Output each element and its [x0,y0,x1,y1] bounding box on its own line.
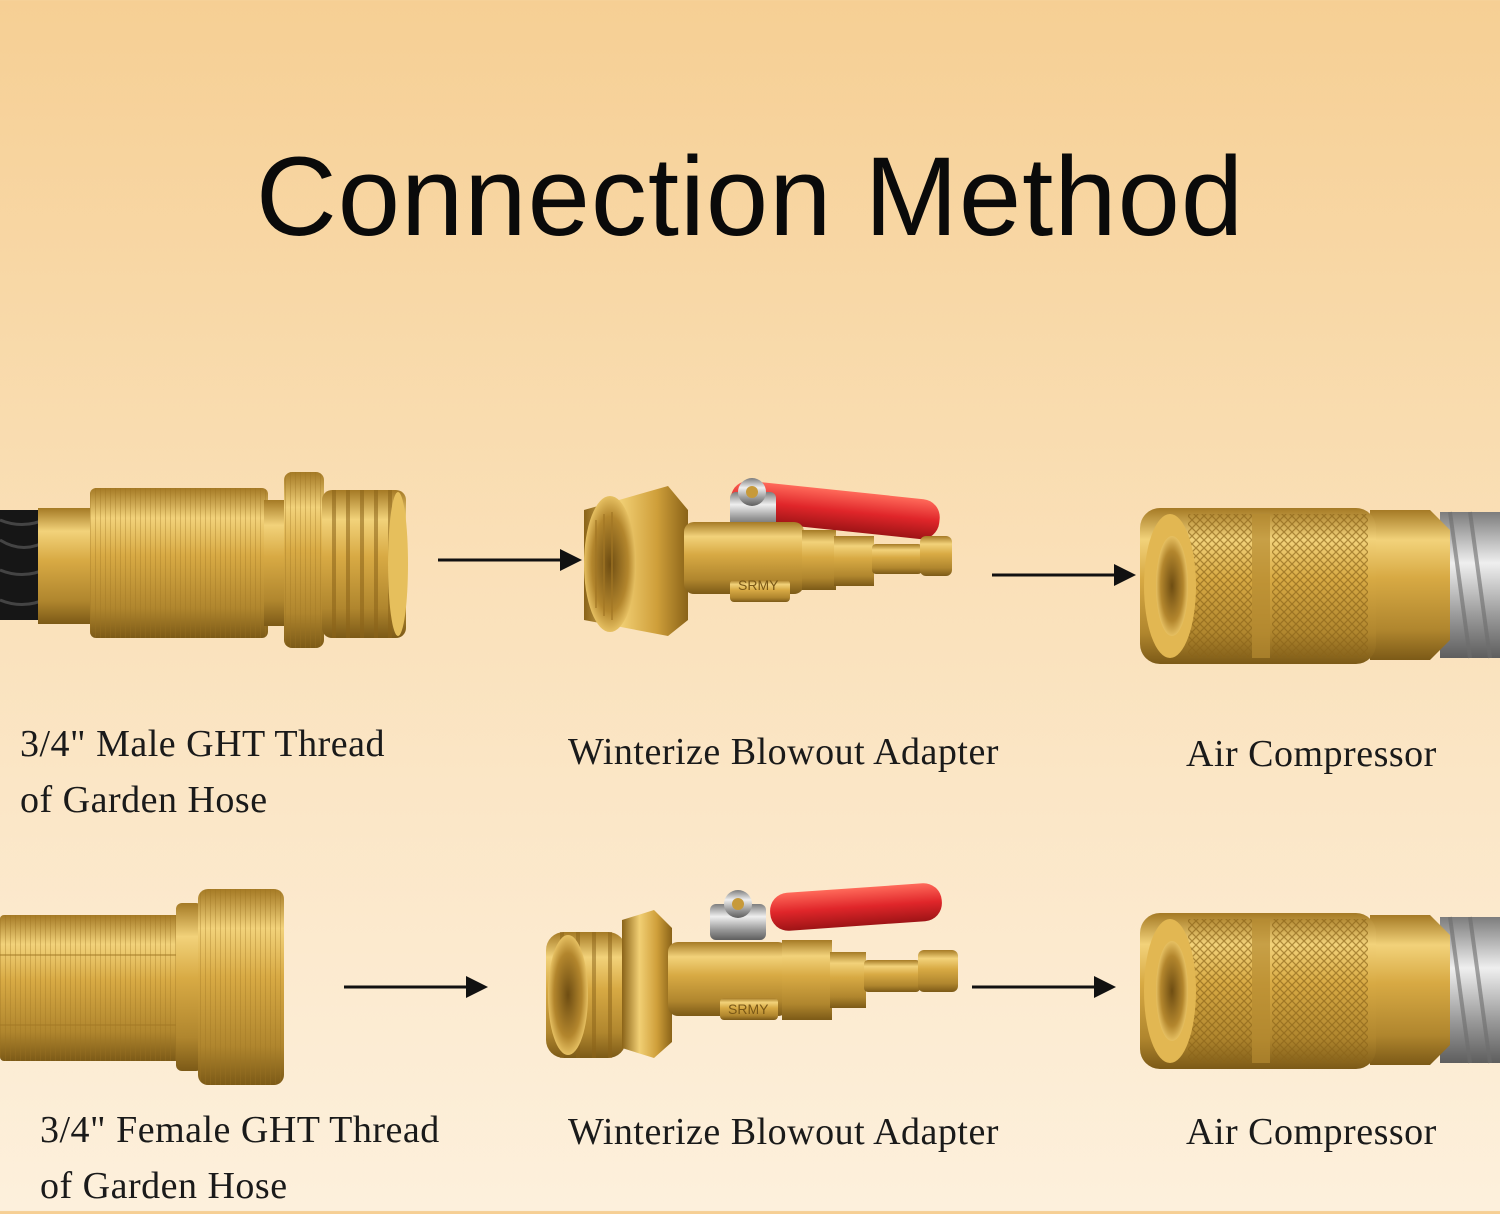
adapter-label: Winterize Blowout Adapter [568,731,999,773]
male-hose-label-line2: of Garden Hose [20,779,268,821]
svg-text:SRMY: SRMY [738,577,779,593]
male-hose-label-line1: 3/4" Male GHT Thread [20,723,385,765]
arrow-icon [438,549,582,571]
compressor-label: Air Compressor [1186,1111,1437,1153]
compressor-label: Air Compressor [1186,733,1437,775]
blowout-adapter-female-image: SRMY [584,478,952,636]
arrow-icon [992,564,1136,586]
female-hose-fitting-image [0,889,284,1085]
blowout-adapter-male-image: SRMY [546,883,958,1058]
arrow-icon [972,976,1116,998]
air-compressor-coupler-image [1140,508,1500,664]
female-hose-label: 3/4" Female GHT Thread of Garden Hose [40,1102,440,1214]
arrow-icon [344,976,488,998]
svg-text:SRMY: SRMY [728,1001,769,1017]
male-hose-fitting-image [0,472,408,648]
air-compressor-coupler-image [1140,913,1500,1069]
female-hose-label-line1: 3/4" Female GHT Thread [40,1109,440,1151]
adapter-label: Winterize Blowout Adapter [568,1111,999,1153]
male-hose-label: 3/4" Male GHT Thread of Garden Hose [20,716,385,828]
female-hose-label-line2: of Garden Hose [40,1165,288,1207]
page-title: Connection Method [255,134,1245,259]
